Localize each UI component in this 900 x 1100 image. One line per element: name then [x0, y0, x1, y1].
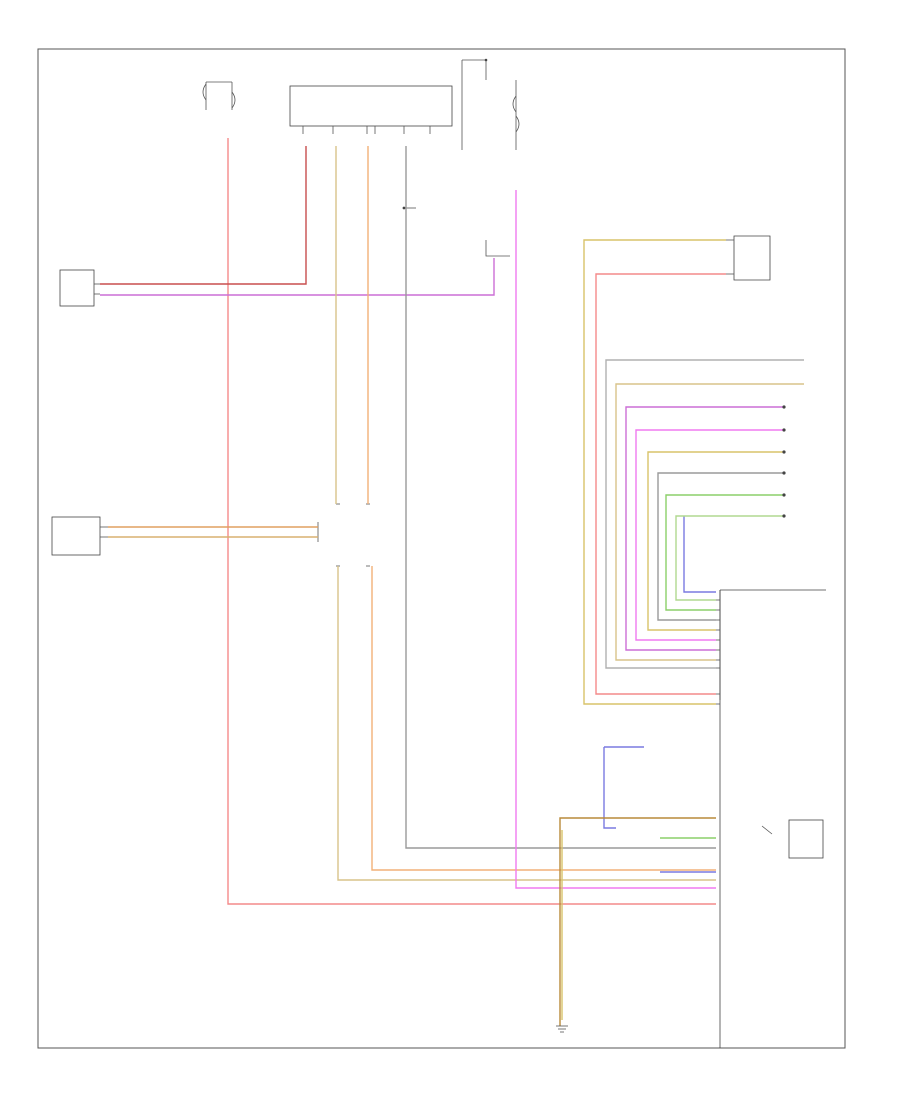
wire-bundle-green2: [675, 515, 784, 601]
module-pin-stubs: [716, 599, 720, 705]
wire-bundle-tan: [615, 383, 804, 661]
wire-red-dark: [100, 146, 307, 285]
ground-symbol: [556, 1025, 568, 1033]
lamp-right-upper: [726, 235, 771, 281]
wire-bundle-gray2: [657, 472, 784, 621]
wire-orange-1b: [371, 566, 716, 871]
wire-violet: [100, 258, 495, 296]
module-top-center-pins: [302, 126, 431, 134]
fuse-top-left: [202, 81, 236, 110]
connector-mid-top: [402, 206, 416, 210]
connector-center: [317, 503, 370, 567]
diagram-frame: [37, 48, 846, 1049]
sensor-left-middle: [51, 516, 108, 556]
wire-bundle-magenta: [635, 429, 784, 641]
wire-tan-1b: [337, 566, 716, 881]
connector-blue-loop: [603, 516, 716, 829]
module-top-center: [289, 85, 453, 127]
module-right-large: [719, 589, 826, 1048]
wire-gray-1: [405, 146, 716, 849]
terminal-dots-right: [782, 405, 786, 518]
wire-magenta-1: [515, 190, 716, 889]
wire-bundle-yellow: [647, 451, 784, 631]
wire-bundle-violet: [625, 406, 784, 651]
junction-top-right: [485, 240, 510, 257]
wire-bundle-gray: [605, 359, 804, 669]
relay-top-right: [461, 58, 520, 150]
wire-lamp-red: [595, 273, 726, 695]
wire-bundle-green: [665, 494, 784, 611]
switch-left-upper: [59, 269, 100, 307]
wire-red-long: [227, 138, 716, 905]
sensor-right-small: [761, 819, 824, 859]
wire-brown-ground: [559, 817, 716, 1026]
wire-lamp-tan: [583, 239, 726, 705]
